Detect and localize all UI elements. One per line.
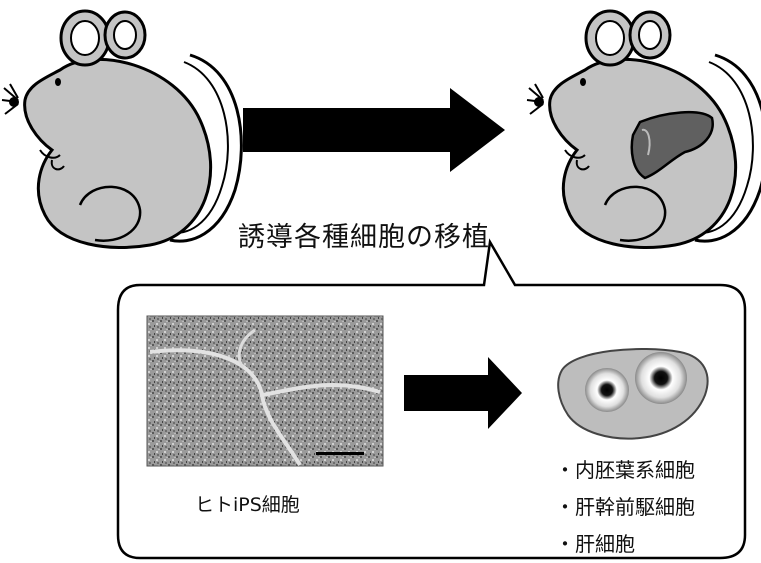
cell-type-item: ・内胚葉系細胞 xyxy=(555,452,695,489)
transplant-arrow xyxy=(243,88,505,172)
mouse-left-illustration xyxy=(2,11,241,247)
ips-micrograph-image xyxy=(147,316,383,466)
transplant-label: 誘導各種細胞の移植 xyxy=(238,215,490,254)
ips-cells-label: ヒトiPS細胞 xyxy=(195,490,300,517)
cell-type-item: ・肝細胞 xyxy=(555,526,695,563)
scale-bar xyxy=(316,452,364,455)
cell-type-item: ・肝幹前駆細胞 xyxy=(555,489,695,526)
cell-type-list: ・内胚葉系細胞 ・肝幹前駆細胞 ・肝細胞 xyxy=(555,452,695,563)
